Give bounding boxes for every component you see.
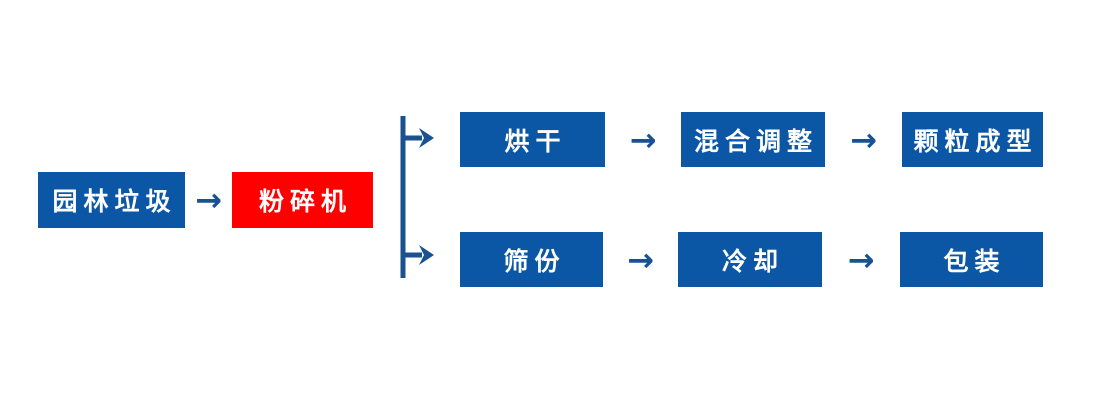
node-cooling: 冷却 xyxy=(678,232,822,287)
arrow-right-icon: → xyxy=(195,181,222,219)
node-mix-adjust: 混合调整 xyxy=(681,112,825,167)
node-packaging: 包装 xyxy=(900,232,1043,287)
node-pellet-forming: 颗粒成型 xyxy=(902,112,1043,167)
branch-connector xyxy=(400,116,434,278)
node-drying: 烘干 xyxy=(460,112,605,167)
node-crusher: 粉碎机 xyxy=(232,172,373,228)
arrow-right-icon: → xyxy=(629,120,657,159)
arrow-right-icon: → xyxy=(850,120,877,159)
node-sieving: 筛份 xyxy=(460,232,603,287)
arrow-right-icon: → xyxy=(847,240,875,279)
node-garden-waste: 园林垃圾 xyxy=(38,172,185,228)
arrow-right-icon: → xyxy=(627,240,654,279)
